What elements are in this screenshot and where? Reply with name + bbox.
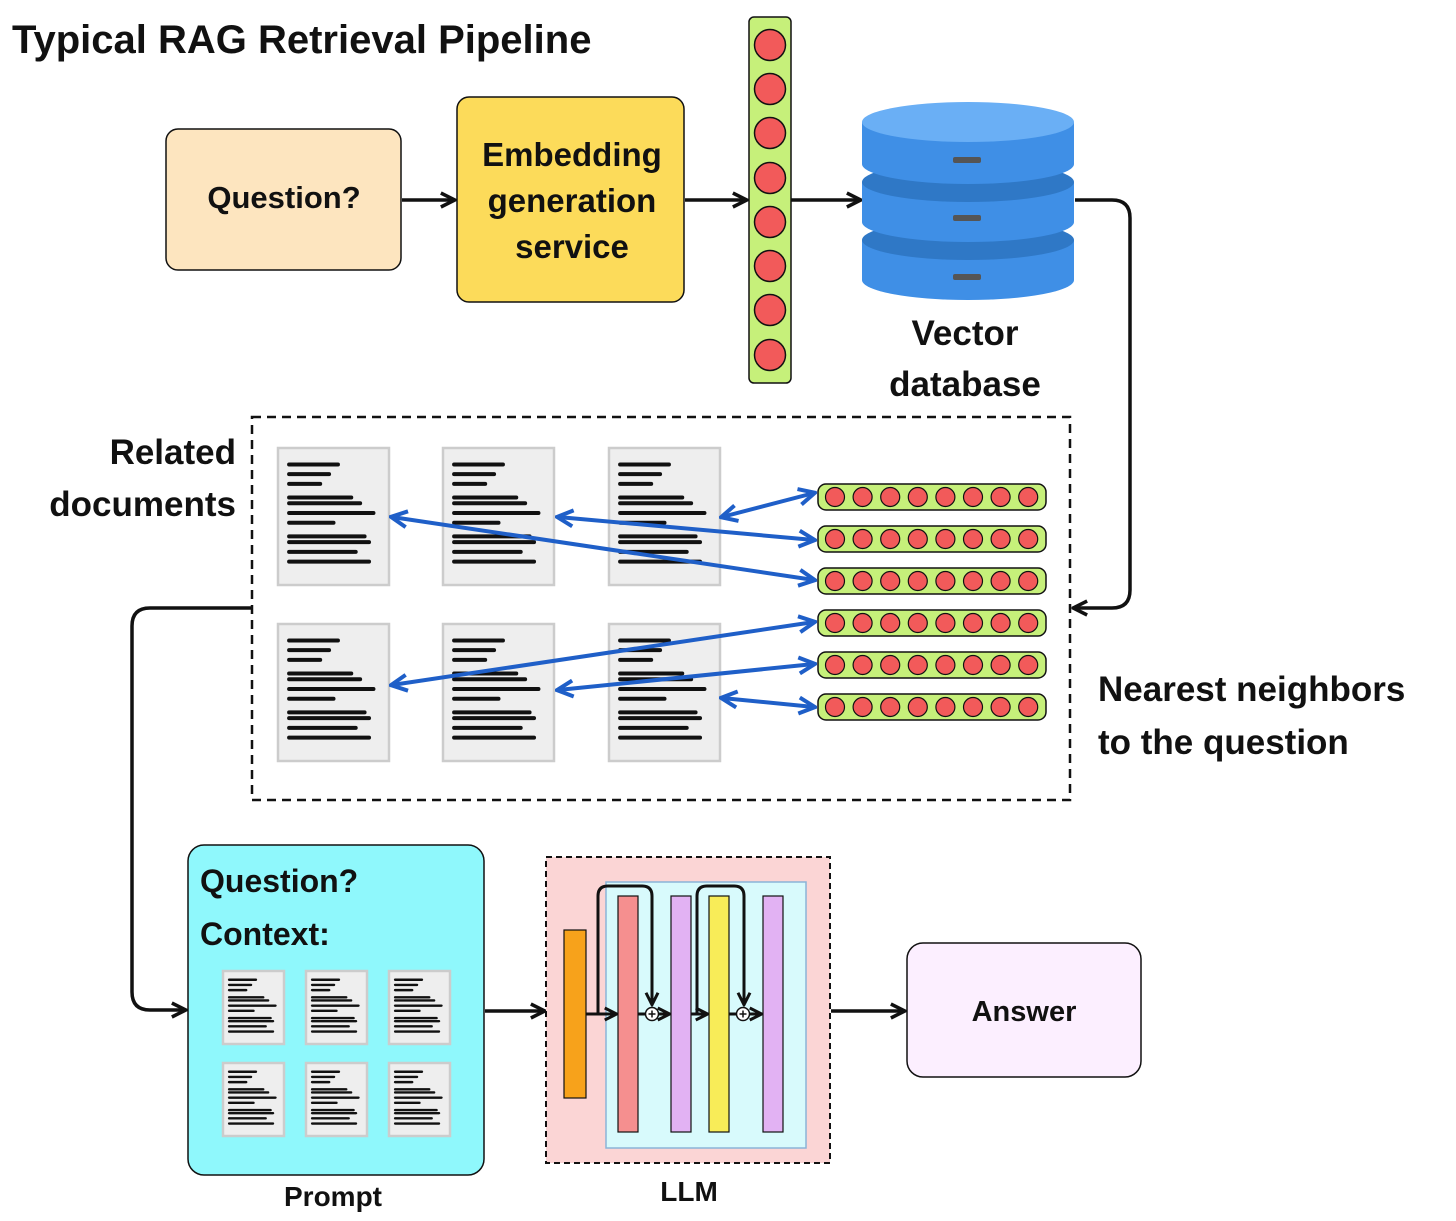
arrow-icon	[392, 517, 814, 580]
document-icon	[441, 622, 556, 763]
llm-input-layer	[563, 929, 587, 1099]
question-label: Question?	[207, 180, 360, 215]
embedding-label-line-2: generation	[488, 182, 657, 219]
embedding-label-line-1: Embedding	[482, 136, 662, 173]
document-icon	[304, 969, 369, 1046]
prompt-caption: Prompt	[284, 1181, 382, 1212]
document-icon	[221, 1061, 286, 1138]
doc-vector-links	[392, 493, 814, 707]
answer-box	[906, 942, 1142, 1078]
retrieved-documents	[276, 446, 722, 763]
document-icon	[276, 446, 391, 587]
nearest-neighbors-label-line-1: Nearest neighbors	[1098, 670, 1405, 709]
document-icon	[387, 969, 452, 1046]
related-docs-label-line-2: documents	[49, 485, 236, 524]
llm-block	[545, 856, 831, 1164]
embedding-vector-icon	[817, 483, 1047, 511]
embedding-vector-icon	[748, 16, 792, 384]
vector-db-label-line-1: Vector	[912, 314, 1019, 353]
prompt-context-label: Context:	[200, 916, 330, 952]
arrow-icon	[392, 622, 814, 685]
plus-icon	[735, 1006, 751, 1022]
document-icon	[441, 446, 556, 587]
docs-to-prompt-connector	[130, 606, 252, 1010]
embedding-vector-icon	[817, 693, 1047, 721]
llm-layer	[762, 895, 784, 1133]
db-to-neighbors-connector	[1074, 198, 1132, 608]
embedding-service-box	[456, 96, 685, 303]
llm-layer	[617, 895, 639, 1133]
question-box	[165, 128, 402, 271]
vector-db-label-line-2: database	[889, 365, 1041, 404]
prompt-question-label: Question?	[200, 863, 358, 899]
embedding-vector-icon	[817, 651, 1047, 679]
answer-label: Answer	[972, 996, 1077, 1028]
neighbor-vectors	[817, 483, 1047, 721]
embedding-vector-icon	[817, 525, 1047, 553]
diagram-title: Typical RAG Retrieval Pipeline	[12, 18, 591, 62]
prompt-context-documents	[221, 969, 452, 1138]
llm-caption: LLM	[660, 1176, 718, 1207]
embedding-vector-icon	[817, 567, 1047, 595]
document-icon	[387, 1061, 452, 1138]
document-icon	[276, 622, 391, 763]
arrow-icon	[722, 698, 814, 707]
document-icon	[221, 969, 286, 1046]
related-docs-label-line-1: Related	[110, 433, 236, 472]
llm-layer	[708, 895, 730, 1133]
plus-icon	[644, 1006, 660, 1022]
nearest-neighbors-label-line-2: to the question	[1098, 723, 1349, 762]
document-icon	[304, 1061, 369, 1138]
llm-layer	[670, 895, 692, 1133]
embedding-vector-icon	[817, 609, 1047, 637]
arrow-icon	[558, 664, 814, 690]
database-icon	[862, 102, 1074, 300]
arrow-icon	[722, 493, 814, 517]
embedding-label-line-3: service	[515, 228, 629, 265]
